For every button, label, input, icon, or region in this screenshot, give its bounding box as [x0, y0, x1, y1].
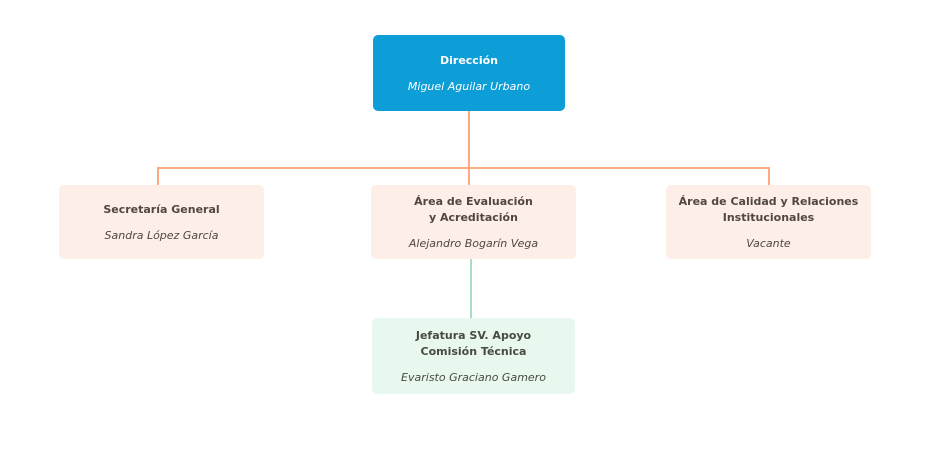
- connector-direccion-trunk: [468, 111, 470, 185]
- org-node-direccion[interactable]: Dirección Miguel Aguilar Urbano: [373, 35, 565, 111]
- connector-drop-secretaria: [157, 167, 159, 185]
- node-title: Secretaría General: [103, 202, 220, 216]
- node-person: Alejandro Bogarín Vega: [408, 236, 539, 250]
- node-person: Evaristo Graciano Gamero: [401, 370, 546, 384]
- org-node-evaluacion-acreditacion[interactable]: Área de Evaluación y Acreditación Alejan…: [371, 185, 576, 259]
- node-person: Miguel Aguilar Urbano: [407, 79, 531, 93]
- node-title: Jefatura SV. Apoyo Comisión Técnica: [415, 328, 532, 358]
- node-title: Área de Evaluación y Acreditación: [414, 194, 533, 224]
- connector-evaluacion-jefatura: [470, 259, 472, 318]
- node-person: Vacante: [746, 236, 791, 250]
- org-node-calidad-relaciones[interactable]: Área de Calidad y Relaciones Institucion…: [666, 185, 871, 259]
- org-node-jefatura-apoyo[interactable]: Jefatura SV. Apoyo Comisión Técnica Evar…: [372, 318, 575, 394]
- org-node-secretaria-general[interactable]: Secretaría General Sandra López García: [59, 185, 264, 259]
- connector-drop-calidad: [768, 167, 770, 185]
- node-person: Sandra López García: [104, 228, 219, 242]
- node-title: Área de Calidad y Relaciones Institucion…: [678, 194, 859, 224]
- node-title: Dirección: [440, 53, 498, 67]
- connector-horizontal-rail: [157, 167, 770, 169]
